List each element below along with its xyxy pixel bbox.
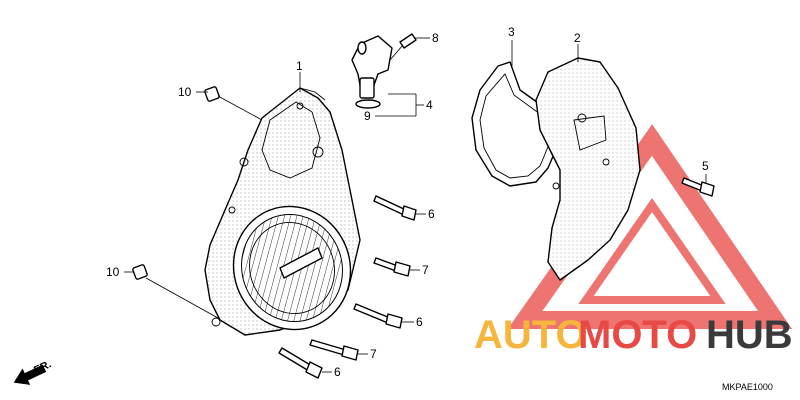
callout-7-upper: 7 xyxy=(422,263,429,277)
callout-7-lower: 7 xyxy=(370,347,377,361)
callout-3: 3 xyxy=(508,25,515,39)
callout-1: 1 xyxy=(296,59,303,73)
callout-6-upper: 6 xyxy=(428,207,435,221)
bolt-5 xyxy=(681,177,715,197)
sprocket-cover-part xyxy=(535,57,641,281)
bolt-7-lower xyxy=(309,339,359,361)
bolt-6-middle xyxy=(353,303,403,329)
dowel-10-upper xyxy=(204,86,220,102)
watermark-logo: AUTO MOTO HUB xyxy=(474,313,793,357)
bolt-6-upper xyxy=(373,195,417,221)
callout-6-middle: 6 xyxy=(416,315,423,329)
leader-lines xyxy=(124,37,707,373)
callout-5: 5 xyxy=(702,159,709,173)
dowel-10-lower xyxy=(132,264,148,280)
front-direction-indicator: FR. xyxy=(13,358,53,385)
callout-8: 8 xyxy=(432,31,439,45)
callout-9: 9 xyxy=(364,109,371,123)
callout-6-lower: 6 xyxy=(334,365,341,379)
acg-cover-part xyxy=(204,87,361,336)
front-arrow-icon xyxy=(13,364,47,385)
bolt-7-upper xyxy=(373,257,411,277)
watermark-auto: AUTO xyxy=(474,313,587,357)
callout-labels: 1 2 3 4 5 6 7 6 7 6 8 9 10 10 xyxy=(106,25,709,379)
callout-2: 2 xyxy=(574,31,581,45)
sensor-part xyxy=(351,33,417,109)
front-label: FR. xyxy=(32,358,53,376)
callout-10-upper: 10 xyxy=(178,85,192,99)
bolt-6-lower xyxy=(278,347,323,379)
watermark-hub: HUB xyxy=(706,313,793,357)
callout-4: 4 xyxy=(426,98,433,112)
callout-10-lower: 10 xyxy=(106,265,120,279)
gasket-part xyxy=(471,61,561,187)
diagram-code: MKPAE1000 xyxy=(722,382,773,392)
watermark-moto: MOTO xyxy=(578,313,697,357)
